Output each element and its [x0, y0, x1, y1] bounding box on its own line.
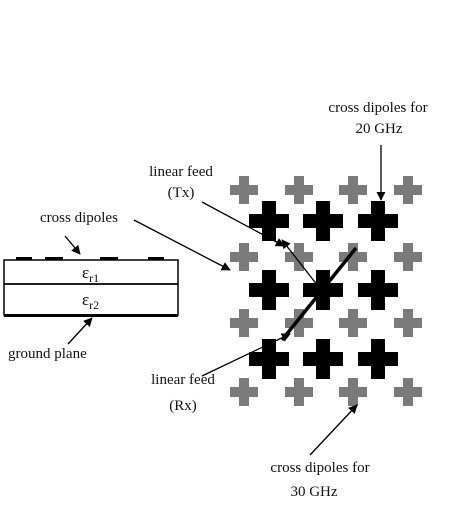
cross-dipole-30ghz — [285, 243, 313, 271]
label-ground-plane: ground plane — [8, 346, 87, 362]
cross-dipole-30ghz — [339, 309, 367, 337]
arrow-dipole-strip — [64, 235, 81, 255]
cross-dipole-20ghz — [358, 201, 398, 241]
arrow-tx-to-feed — [201, 201, 285, 247]
dipoles-30ghz — [230, 176, 422, 406]
label-linear-feed-tx-line1: linear feed — [149, 164, 213, 180]
cross-dipole-20ghz — [249, 339, 289, 379]
cross-dipole-20ghz — [249, 201, 289, 241]
label-cross-dipoles: cross dipoles — [40, 210, 118, 226]
arrow-feed-to-tx-dipole — [281, 239, 319, 287]
label-cross-dipoles-20-line2: 20 GHz — [355, 121, 402, 137]
label-linear-feed-rx-line1: linear feed — [151, 372, 215, 388]
cross-dipole-30ghz — [339, 176, 367, 204]
top-dipole-strips — [16, 257, 164, 260]
linear-feed-line — [280, 246, 358, 342]
label-cross-dipoles-20-line1: cross dipoles for — [328, 100, 427, 116]
cross-dipole-30ghz — [230, 176, 258, 204]
cross-dipole-30ghz — [339, 378, 367, 406]
cross-dipole-30ghz — [394, 378, 422, 406]
cross-dipole-20ghz — [303, 201, 343, 241]
arrow-ground-plane — [67, 317, 93, 345]
cross-dipole-30ghz — [394, 243, 422, 271]
cross-dipole-20ghz — [303, 339, 343, 379]
arrow-rx — [201, 333, 291, 377]
label-linear-feed-rx-line2: (Rx) — [169, 398, 197, 414]
arrows — [64, 145, 386, 456]
cross-dipole-30ghz — [285, 176, 313, 204]
label-linear-feed-tx-line2: (Tx) — [168, 185, 195, 201]
cross-dipole-30ghz — [394, 309, 422, 337]
cross-dipole-30ghz — [230, 378, 258, 406]
substrate-cross-section: εr1 εr2 — [3, 257, 179, 317]
cross-dipole-30ghz — [285, 309, 313, 337]
label-cross-dipoles-30-line1: cross dipoles for — [270, 460, 369, 476]
cross-dipole-20ghz — [358, 270, 398, 310]
cross-dipole-30ghz — [339, 243, 367, 271]
cross-dipole-20ghz — [358, 339, 398, 379]
cross-dipole-20ghz — [249, 270, 289, 310]
ground-plane-strip — [4, 314, 178, 317]
label-cross-dipoles-30-line2: 30 GHz — [290, 484, 337, 500]
arrow-cross-dipoles — [133, 219, 231, 271]
cross-dipole-30ghz — [285, 378, 313, 406]
cross-dipole-30ghz — [230, 243, 258, 271]
layer-er1-label: εr1 — [82, 263, 99, 285]
cross-dipole-30ghz — [230, 309, 258, 337]
cross-dipole-30ghz — [394, 176, 422, 204]
layer-er2-label: εr2 — [82, 290, 99, 312]
arrow-30ghz — [309, 404, 358, 456]
